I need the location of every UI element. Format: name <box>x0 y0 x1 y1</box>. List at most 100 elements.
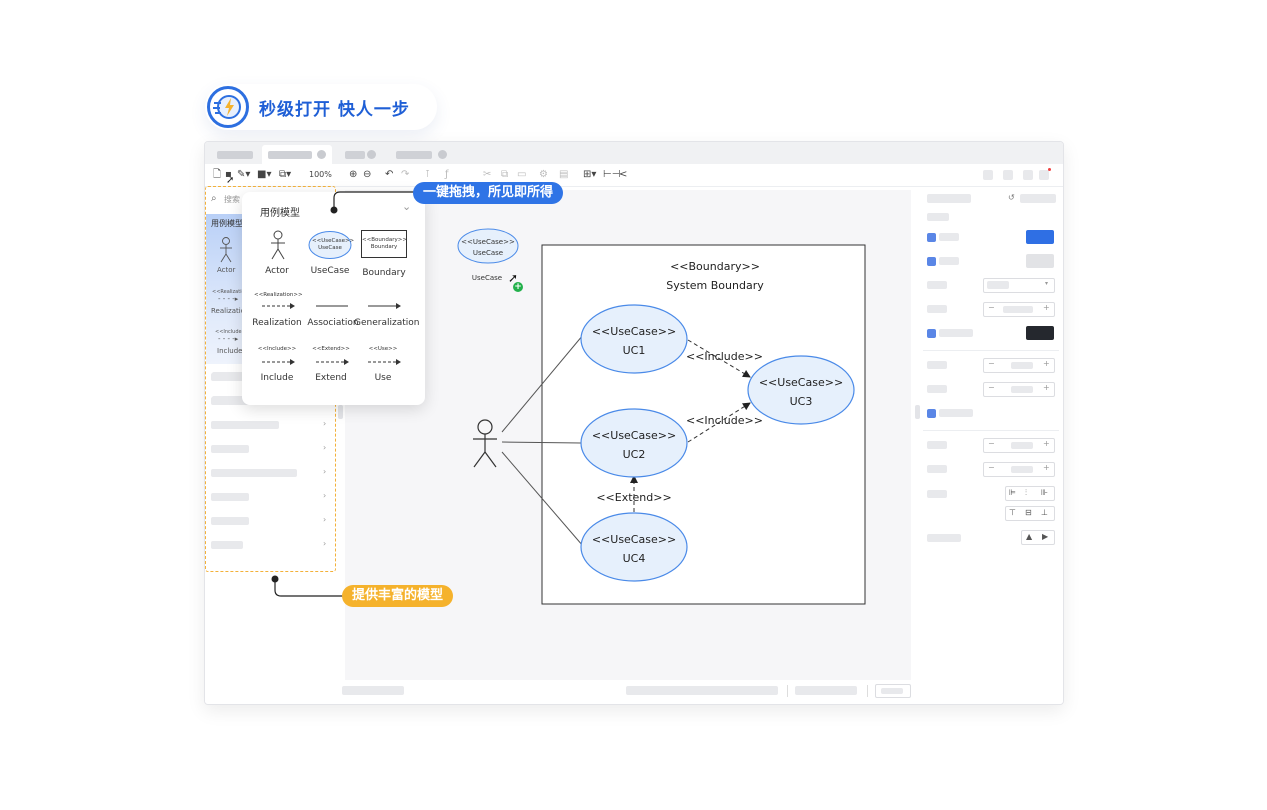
chevron-right-icon[interactable]: › <box>323 467 327 476</box>
redo-icon[interactable]: ↷ <box>401 169 410 180</box>
usecase-uc1[interactable] <box>580 304 688 374</box>
chevron-right-icon[interactable]: › <box>323 515 327 524</box>
send-back-icon[interactable]: ▶ <box>1042 532 1049 541</box>
plus-icon[interactable]: + <box>1043 303 1050 312</box>
align-right-icon[interactable]: ⊪ <box>1041 488 1048 497</box>
search-icon[interactable]: ⌕ <box>211 193 217 204</box>
view-toggle-3[interactable] <box>1023 170 1033 180</box>
chevron-right-icon[interactable]: › <box>323 539 327 548</box>
tab-active[interactable] <box>262 145 332 164</box>
tab-4[interactable] <box>390 145 452 164</box>
gradient-checkbox[interactable] <box>927 257 936 266</box>
fill-color-swatch[interactable] <box>1026 230 1054 244</box>
notification-icon[interactable] <box>1039 170 1049 180</box>
plus-icon[interactable]: + <box>1043 383 1050 392</box>
chevron-right-icon[interactable]: › <box>323 443 327 452</box>
undo-icon[interactable]: ↶ <box>385 169 394 180</box>
gradient-color-swatch[interactable] <box>1026 254 1054 268</box>
minus-icon[interactable]: − <box>988 303 995 312</box>
minus-icon[interactable]: − <box>988 383 995 392</box>
actor-icon[interactable] <box>218 236 234 264</box>
association-line-icon[interactable] <box>314 302 350 310</box>
left-row-placeholder[interactable] <box>211 517 249 525</box>
align-vertical-group[interactable] <box>1005 506 1055 521</box>
close-icon[interactable] <box>367 150 376 159</box>
generalization-arrow-icon[interactable] <box>366 302 402 310</box>
chevron-right-icon[interactable]: › <box>323 419 327 428</box>
view-toggle-1[interactable] <box>983 170 993 180</box>
align-bottom-icon[interactable]: ⊥ <box>1041 508 1048 517</box>
line-checkbox[interactable] <box>927 329 936 338</box>
line-color-swatch[interactable] <box>1026 326 1054 340</box>
tab-3[interactable] <box>339 145 379 164</box>
left-row-placeholder[interactable] <box>212 396 252 404</box>
align-top-icon[interactable]: ⊤ <box>1009 508 1016 517</box>
plus-icon[interactable]: + <box>1043 463 1050 472</box>
left-row-placeholder[interactable] <box>211 493 249 501</box>
minus-icon[interactable]: − <box>988 439 995 448</box>
zoom-level[interactable]: 100% <box>309 170 332 179</box>
fill-checkbox[interactable] <box>927 233 936 242</box>
reset-icon[interactable]: ↺ <box>1008 193 1015 202</box>
paste-icon[interactable]: ▭ <box>517 169 527 180</box>
left-row-placeholder[interactable] <box>211 469 297 477</box>
plus-icon[interactable]: + <box>1043 359 1050 368</box>
group-icon[interactable]: ⊞▾ <box>583 169 597 180</box>
align-horizontal-group[interactable] <box>1005 486 1055 501</box>
association-line[interactable] <box>501 441 582 444</box>
text-icon[interactable]: ƒ <box>445 169 449 180</box>
boundary-shape-icon[interactable]: <<Boundary>> Boundary <box>361 230 407 258</box>
right-collapse-handle[interactable] <box>915 405 920 419</box>
close-icon[interactable] <box>438 150 447 159</box>
left-collapse-handle[interactable] <box>338 405 343 419</box>
extend-arrow-icon[interactable] <box>314 358 350 366</box>
usecase-uc2[interactable] <box>580 408 688 478</box>
left-row-placeholder[interactable] <box>212 372 252 380</box>
left-category-label[interactable]: 用例模型 <box>211 219 243 228</box>
use-arrow-icon[interactable] <box>366 358 402 366</box>
align-center-icon[interactable]: ⫶ <box>1025 488 1027 497</box>
include-arrow-icon[interactable] <box>260 358 296 366</box>
pointer-icon[interactable]: ▪ <box>225 169 232 180</box>
actor-figure[interactable] <box>473 419 497 468</box>
fill-icon[interactable]: ■▾ <box>257 169 272 180</box>
plus-icon[interactable]: + <box>1043 439 1050 448</box>
usecase-shape-icon[interactable]: <<UseCase>> UseCase <box>308 230 378 260</box>
format-painter-icon[interactable]: ⊺ <box>425 169 431 180</box>
usecase-uc3[interactable] <box>747 355 855 425</box>
tab-1[interactable] <box>211 145 259 164</box>
zoom-box[interactable] <box>875 684 911 698</box>
view-toggle-2[interactable] <box>1003 170 1013 180</box>
lock-icon[interactable]: ▤ <box>559 169 569 180</box>
dashed-arrow-icon[interactable]: - - - -▸ <box>218 295 239 303</box>
left-row-placeholder[interactable] <box>211 421 279 429</box>
chevron-right-icon[interactable]: › <box>323 491 327 500</box>
include-relation[interactable] <box>687 402 751 443</box>
arrange-group[interactable] <box>1021 530 1055 545</box>
settings-icon[interactable]: ⚙ <box>539 169 548 180</box>
minus-icon[interactable]: − <box>988 359 995 368</box>
close-icon[interactable] <box>317 150 326 159</box>
share-icon[interactable]: < <box>619 169 628 180</box>
cut-icon[interactable]: ✂ <box>483 169 492 180</box>
edit-icon[interactable]: ✎▾ <box>237 169 251 180</box>
usecase-uc4[interactable] <box>580 512 688 582</box>
left-row-placeholder[interactable] <box>211 445 249 453</box>
drag-preview-ellipse[interactable] <box>456 227 520 267</box>
align-left-icon[interactable]: ⊫ <box>1009 488 1016 497</box>
copy-icon[interactable]: ⧉ <box>501 169 509 180</box>
text-checkbox[interactable] <box>927 409 936 418</box>
association-line[interactable] <box>501 334 584 433</box>
chevron-down-icon[interactable]: ⌄ <box>402 200 412 213</box>
align-middle-icon[interactable]: ⊟ <box>1025 508 1032 517</box>
bring-front-icon[interactable]: ▲ <box>1026 532 1033 541</box>
minus-icon[interactable]: − <box>988 463 995 472</box>
dashed-arrow-icon[interactable]: - - - -▸ <box>218 335 239 343</box>
realization-arrow-icon[interactable] <box>260 302 296 310</box>
new-page-icon[interactable]: 🗋 <box>213 169 222 180</box>
association-line[interactable] <box>501 451 584 547</box>
zoom-out-icon[interactable]: ⊖ <box>363 169 372 180</box>
distribute-icon[interactable]: ⊢⊣ <box>603 169 621 180</box>
search-input[interactable]: 搜索 <box>224 195 240 204</box>
layers-icon[interactable]: ⧉▾ <box>279 169 292 180</box>
